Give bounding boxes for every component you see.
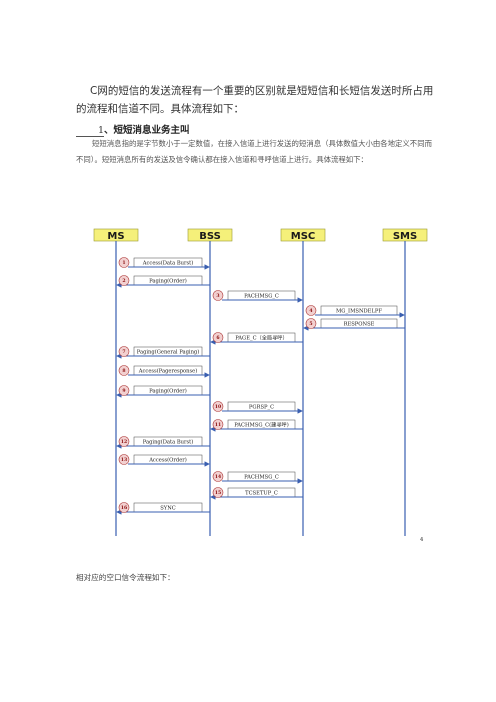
message-15-label: TCSETUP_C [245,491,278,497]
message-1-step-badge [118,257,130,268]
message-8-step-number: 8 [122,368,125,374]
section-number: 1 [76,125,104,137]
message-10-step-badge [212,401,224,412]
message-14-label: PACHMSG_C [244,475,279,481]
message-10-label: PGRSP_C [249,405,274,411]
message-5-label: RESPONSE [344,322,375,328]
message-3-step-badge [212,290,224,301]
entity-bss-label: BSS [199,231,221,242]
footer-paragraph: 相对应的空口信令流程如下： [76,573,175,582]
diagram-corner-mark: 4 [420,537,424,543]
message-12-step-badge [118,436,130,447]
message-4-label: MG_IMSNDELPF [336,309,382,315]
message-1-label: Access(Data Burst) [142,260,193,267]
message-6-step-number: 6 [216,335,219,341]
message-8-step-badge [118,365,130,376]
section-title: 、短短消息业务主叫 [104,125,190,136]
message-8-label: Access(Pageresponse) [138,368,197,375]
message-11-step-badge [212,419,224,430]
message-6-step-badge [212,332,224,343]
message-15-step-badge [212,487,224,498]
message-6-label: PAGE_C（全局寻呼） [235,334,287,342]
message-9-step-number: 9 [122,388,125,394]
message-5-step-number: 5 [309,321,312,327]
message-7-label: Paging(General Paging) [137,349,200,356]
message-16-label: SYNC [160,506,176,512]
message-14-step-number: 14 [215,474,222,480]
message-11-label: PACHMSG_C(建寻呼) [234,421,288,429]
description-paragraph: 短短消息指的是字节数小于一定数值，在接入信道上进行发送的短消息（具体数值大小由各… [76,139,432,164]
message-1-step-number: 1 [122,260,125,266]
section-heading: 1、短短消息业务主叫 [76,122,190,137]
message-16-step-number: 16 [121,505,127,511]
message-13-label: Access(Order) [148,457,187,464]
message-2-step-badge [118,275,130,286]
message-7-step-badge [118,346,130,357]
message-2-step-number: 2 [122,278,125,284]
message-10-step-number: 10 [215,404,221,410]
message-5-step-badge [305,318,317,329]
message-15-step-number: 15 [215,490,221,496]
message-14-step-badge [212,471,224,482]
message-4-step-number: 4 [309,308,313,314]
entity-sms-label: SMS [393,231,417,242]
message-11-step-number: 11 [215,422,221,428]
message-13-step-number: 13 [121,457,127,463]
message-3-label: PACHMSG_C [244,294,279,300]
message-7-step-number: 7 [122,349,125,355]
message-3-step-number: 3 [216,293,219,299]
intro-paragraph: C网的短信的发送流程有一个重要的区别就是短短信和长短信发送时所占用的流程和信道不… [76,85,434,115]
entity-ms-label: MS [107,231,124,242]
message-4-step-badge [305,305,317,316]
message-2-label: Paging(Order) [149,278,187,285]
message-9-label: Paging(Order) [149,388,187,395]
message-13-step-badge [118,454,130,465]
entity-msc-label: MSC [291,231,316,242]
message-12-label: Paging(Data Burst) [143,439,194,446]
message-9-step-badge [118,385,130,396]
message-12-step-number: 12 [121,439,127,445]
message-16-step-badge [118,502,130,513]
